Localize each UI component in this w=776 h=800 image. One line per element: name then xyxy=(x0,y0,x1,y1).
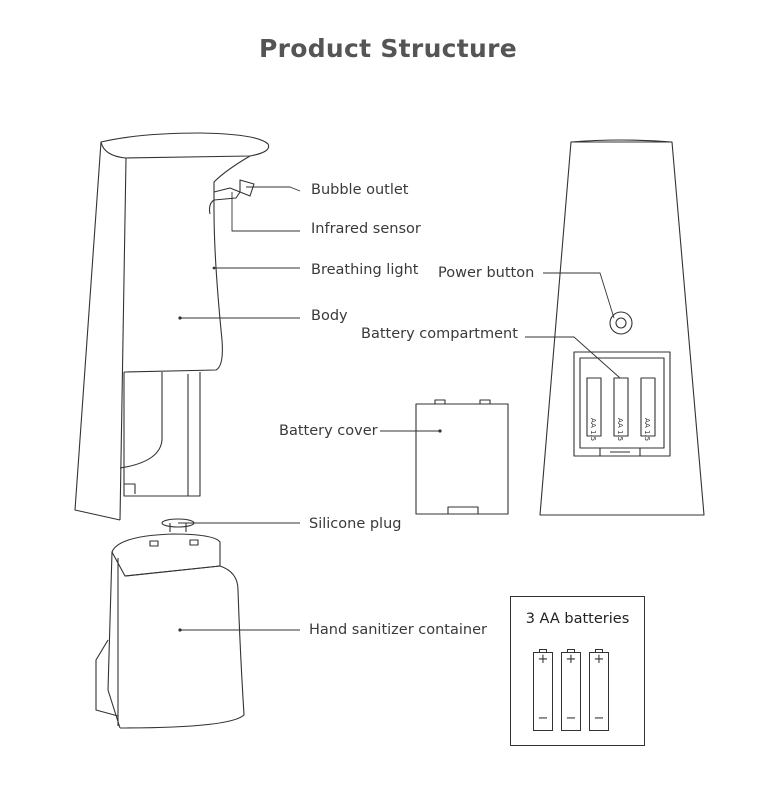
compartment-marking-3: AA 1.5 xyxy=(643,418,651,441)
battery-plus: + xyxy=(593,652,605,667)
battery-minus: − xyxy=(537,711,549,726)
batteries-title: 3 AA batteries xyxy=(525,611,630,627)
label-battery-cover: Battery cover xyxy=(279,423,378,439)
dispenser-back-view xyxy=(539,139,705,516)
battery-minus: − xyxy=(565,711,577,726)
label-body: Body xyxy=(311,308,348,324)
page-title: Product Structure xyxy=(258,34,518,63)
aa-battery-icon: + − xyxy=(561,649,581,731)
battery-minus: − xyxy=(593,711,605,726)
compartment-marking-1: AA 1.5 xyxy=(589,418,597,441)
container-drawing xyxy=(95,518,245,729)
batteries-panel: 3 AA batteries + − + − + − xyxy=(510,596,645,746)
compartment-marking-2: AA 1.5 xyxy=(616,418,624,441)
label-infrared-sensor: Infrared sensor xyxy=(311,221,421,237)
label-breathing-light: Breathing light xyxy=(311,262,419,278)
label-silicone-plug: Silicone plug xyxy=(309,516,402,532)
label-battery-compartment: Battery compartment xyxy=(361,326,518,342)
dispenser-body-side xyxy=(74,132,270,521)
battery-cover-drawing xyxy=(415,399,509,515)
battery-row: + − + − + − xyxy=(533,649,609,731)
battery-plus: + xyxy=(565,652,577,667)
battery-plus: + xyxy=(537,652,549,667)
aa-battery-icon: + − xyxy=(589,649,609,731)
label-bubble-outlet: Bubble outlet xyxy=(311,182,409,198)
leader-lines xyxy=(178,186,621,631)
label-power-button: Power button xyxy=(438,265,535,281)
label-hand-sanitizer-container: Hand sanitizer container xyxy=(309,622,487,638)
aa-battery-icon: + − xyxy=(533,649,553,731)
